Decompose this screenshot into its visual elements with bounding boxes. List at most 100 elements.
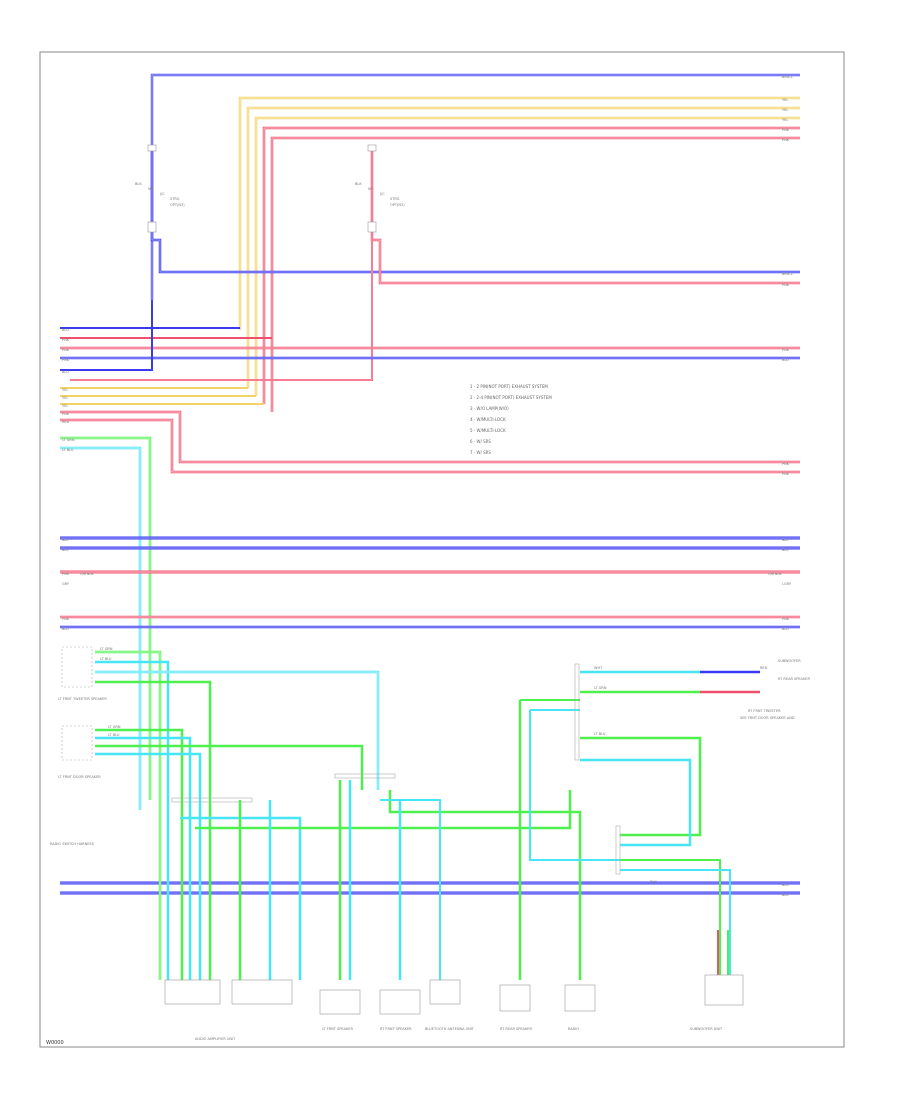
bottom-label-audio-amp: AUDIO AMPLIFIER UNIT [195,1037,236,1041]
left-label-1: BLU [62,328,69,332]
lt-frnt-tweeter-label: LT FRNT TWEETER SPEAKER [58,697,107,701]
left-label-lower-4: GRY [62,582,70,586]
footer-code: W0000 [46,1040,64,1046]
left-label-lower-2: BLU [62,548,69,552]
component-audio-amp-b [231,979,293,1005]
diagram-frame [39,51,845,1048]
right-label-1: BRN-L [782,75,793,79]
legend-item-7: 7 - W/ SRS [470,450,491,455]
legend-item-1: 1 - 2 PIN(NOT PORT) EXHAUST SYSTEM [470,384,548,389]
right-label-2: YEL [782,98,788,102]
right-label-17: PNK [782,617,790,621]
left-label-10: RED [62,420,70,424]
wire-code-6: LT GRN [594,686,607,690]
wire-group-lower [95,650,760,980]
splice-s2: BLK NO J/C STRG OPT(N3) [355,144,405,233]
splice-s1-label-c: J/C [159,192,165,196]
component-radio [564,984,596,1012]
wire-group-horizontal [60,536,800,895]
right-label-13: BLU [782,538,789,542]
wire-code-labels: LT GRN LT BLU LT GRN LT BLU WHT LT GRN L… [100,647,768,884]
bottom-label-bluetooth: BLUETOOTH ANTENNA UNIT [425,1027,475,1031]
right-label-15: CRYNGL [768,572,782,576]
component-labels: LT FRNT TWEETER SPEAKER LT FRNT DOOR SPE… [50,659,810,1041]
legend: 1 - 2 PIN(NOT PORT) EXHAUST SYSTEM 2 - 2… [470,384,552,455]
left-label-lower-1: BLU [62,538,69,542]
bottom-label-radio: RADIO [568,1027,579,1031]
bottom-label-subwoofer: SUBWOOFER UNIT [690,1027,723,1031]
legend-item-5: 5 - W/MULTI-LOCK [470,428,506,433]
right-label-20: BLU [782,893,789,897]
left-label-11: LT GRN [62,438,75,442]
bottom-components [164,974,744,1015]
left-label-3: PNK [62,348,70,352]
legend-item-3: 3 - W/O LAMP(W/O) [470,406,509,411]
right-label-8: PNK [782,283,790,287]
splice-s2-label-a: BLK [355,182,362,186]
bottom-label-rt-rear: RT REAR SPEAKER [500,1027,532,1031]
left-label-5: BLU [62,370,69,374]
component-rt-rear-speaker [499,984,531,1012]
right-label-6: PNK [782,138,790,142]
right-wire-labels: BRN-L YEL YEL YEL PNK PNK BRN-L PNK PNK … [768,75,793,897]
connector-right-a [574,663,580,761]
wire-code-5: WHT [594,666,603,670]
right-label-16: LGRY [782,582,792,586]
splice-s2-label-e: OPT(N3) [390,203,405,207]
wire-code-2: LT BLU [100,657,112,661]
right-label-7: BRN-L [782,272,793,276]
right-label-9: PNK [782,348,790,352]
splice-s1-label-a: BLK [135,182,142,186]
top-right-rear-sub-label: RT REAR SPEAKER [778,677,810,681]
right-label-14: BLU [782,548,789,552]
splice-s1-label-e: OPT(N3) [170,203,185,207]
connector-left-door [61,725,93,761]
right-label-18: BLU [782,627,789,631]
connectors [61,646,621,875]
left-label-6: YEL [62,388,68,392]
left-label-lower-6: BLU [62,627,69,631]
rt-tweeter-sub-label: SEE FRNT DOOR SPEAKER AND [740,716,795,720]
wire-group-middle [60,300,800,810]
component-audio-amp-a [164,979,221,1005]
left-label-4: PNK [62,358,70,362]
legend-item-2: 2 - 2-4 PIN(NOT PORT) EXHAUST SYSTEM [470,395,552,400]
connector-center-a [171,797,253,803]
wire-code-8: BLK [650,880,657,884]
connector-center-b [334,773,396,779]
bottom-label-lt-frnt: LT FRNT SPEAKER [322,1027,353,1031]
splice-s1-label-b: NO [148,187,154,191]
radio-switch-label: RADIO SWITCH HARNESS [50,842,95,846]
left-label-8: YEL [62,404,68,408]
left-crynl-label: CRYNGL [80,572,94,576]
wire-code-7: LT BLU [594,732,606,736]
connector-left-tweeter [61,646,93,688]
left-wire-labels: BLU PNK PNK PNK BLU YEL YEL YEL PNK RED … [62,328,94,631]
right-label-10: BLU [782,358,789,362]
right-label-3: YEL [782,108,788,112]
connector-right-b [615,825,621,875]
splice-s1-label-d: STRG [170,197,180,201]
left-label-7: YEL [62,396,68,400]
legend-item-6: 6 - W/ SRS [470,439,491,444]
wire-code-9: RED [760,666,768,670]
right-label-4: YEL [782,118,788,122]
component-bluetooth [429,979,461,1005]
lt-frnt-door-label: LT FRNT DOOR SPEAKER [58,775,101,779]
splice-s2-label-d: STRG [390,197,400,201]
splice-s2-label-b: NO [368,187,374,191]
right-label-19: BLU [782,883,789,887]
splice-s1: BLK NO J/C STRG OPT(N3) [135,144,185,233]
right-label-12: PNK [782,472,790,476]
rt-tweeter-label: RT FRNT TWEETER [748,709,781,713]
splice-s2-label-c: J/C [379,192,385,196]
right-label-5: PNK [782,128,790,132]
left-label-12: LT BLU [62,448,74,452]
top-right-rear-label: SUBWOOFER [778,659,801,663]
left-label-9: PNK [62,412,70,416]
component-lt-frnt-speaker [319,989,361,1015]
left-label-lower-3: PNK [62,572,70,576]
right-label-11: PNK [782,462,790,466]
wire-code-4: LT BLU [108,733,120,737]
